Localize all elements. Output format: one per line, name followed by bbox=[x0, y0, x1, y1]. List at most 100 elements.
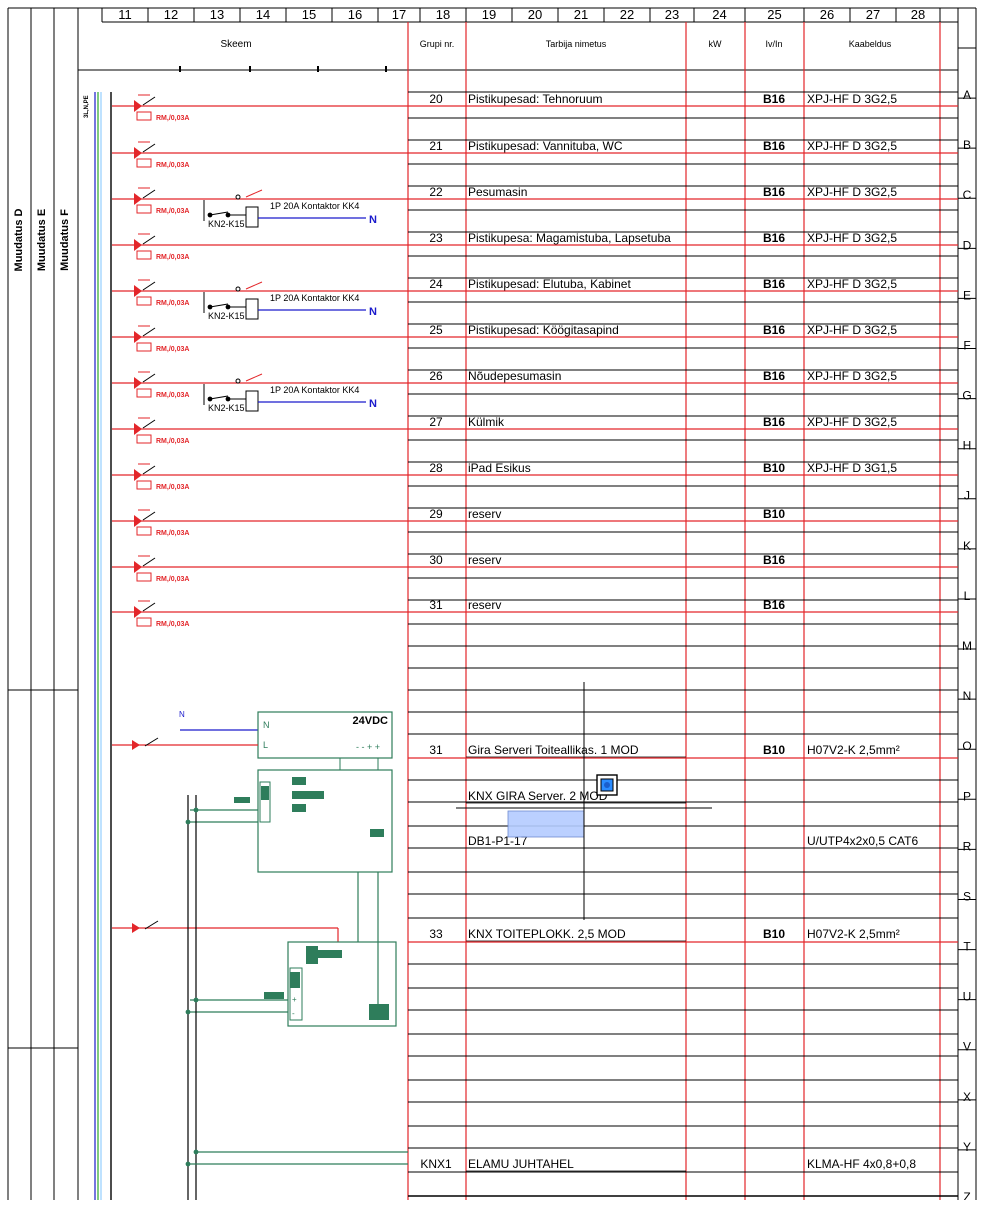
header-grupi: Grupi nr. bbox=[420, 39, 455, 49]
contactor-ref: KN2-K15 bbox=[208, 311, 245, 321]
column-number: 28 bbox=[911, 7, 925, 22]
header-skeem: Skeem bbox=[220, 39, 251, 50]
rcbo-circuit: RM,/0,03A bbox=[112, 141, 958, 169]
psu-terminals: - - + + bbox=[356, 742, 380, 752]
row-letter: E bbox=[963, 288, 971, 302]
rcbo-label: RM,/0,03A bbox=[156, 576, 189, 583]
cable-type: XPJ-HF D 3G2,5 bbox=[807, 185, 897, 199]
column-number: 24 bbox=[712, 7, 726, 22]
group-number: 26 bbox=[429, 369, 443, 383]
consumer-name: Pistikupesad: Elutuba, Kabinet bbox=[468, 277, 631, 291]
column-number: 21 bbox=[574, 7, 588, 22]
cad-cursor[interactable] bbox=[456, 682, 712, 920]
column-number: 11 bbox=[118, 7, 132, 22]
rcbo-label: RM,/0,03A bbox=[156, 254, 189, 261]
cable-type: KLMA-HF 4x0,8+0,8 bbox=[807, 1157, 916, 1171]
cable-type: U/UTP4x2x0,5 CAT6 bbox=[807, 834, 918, 848]
rcbo-circuits: RM,/0,03A RM,/0,03A RM,/0,03A RM,/0,03A RM,/… bbox=[112, 94, 958, 628]
breaker-rating: B10 bbox=[763, 927, 785, 941]
group-number: 22 bbox=[429, 185, 443, 199]
cable-type: XPJ-HF D 3G2,5 bbox=[807, 92, 897, 106]
cable-type: XPJ-HF D 3G2,5 bbox=[807, 369, 897, 383]
rcbo-circuit: RM,/0,03A bbox=[112, 233, 958, 261]
column-number: 27 bbox=[866, 7, 880, 22]
psu-24vdc: N N L 24VDC - - + + bbox=[112, 710, 393, 770]
psu-title: 24VDC bbox=[353, 715, 389, 727]
group-number: 25 bbox=[429, 323, 443, 337]
psu-feed-n: N bbox=[179, 710, 185, 719]
column-number: 22 bbox=[620, 7, 634, 22]
svg-text:-: - bbox=[292, 1009, 295, 1018]
rcbo-circuit: RM,/0,03A bbox=[112, 509, 958, 537]
group-number: 31 bbox=[429, 743, 443, 757]
row-letter: V bbox=[963, 1040, 971, 1054]
row-letter: U bbox=[963, 990, 972, 1004]
revision-f: Muudatus F bbox=[59, 209, 71, 271]
group-number: KNX1 bbox=[420, 1157, 452, 1171]
table-row[interactable]: 25 Pistikupesad: Köögitasapind B16 XPJ-HF D… bbox=[429, 323, 897, 337]
table-row[interactable]: KNX1 ELAMU JUHTAHEL KLMA-HF 4x0,8+0,8 bbox=[420, 1157, 916, 1172]
row-letter: L bbox=[964, 589, 971, 603]
svg-text:+: + bbox=[292, 995, 297, 1004]
row-letter: R bbox=[963, 839, 972, 853]
consumer-name: Pesumasin bbox=[468, 185, 527, 199]
rcbo-label: RM,/0,03A bbox=[156, 208, 189, 215]
rcbo-label: RM,/0,03A bbox=[156, 438, 189, 445]
group-number: 33 bbox=[429, 927, 443, 941]
group-number: 21 bbox=[429, 139, 443, 153]
consumer-name: KNX GIRA Server. 2 MOD bbox=[468, 789, 608, 803]
rcbo-circuit: RM,/0,03A bbox=[112, 94, 958, 122]
column-number: 17 bbox=[392, 7, 406, 22]
column-number: 19 bbox=[482, 7, 496, 22]
table-grid-horizontals bbox=[408, 91, 958, 1173]
cable-type: H07V2-K 2,5mm² bbox=[807, 743, 900, 757]
rcbo-label: RM,/0,03A bbox=[156, 484, 189, 491]
breaker-rating: B16 bbox=[763, 598, 785, 612]
row-letter: X bbox=[963, 1090, 971, 1104]
column-number: 13 bbox=[210, 7, 224, 22]
row-letter: N bbox=[963, 689, 972, 703]
rcbo-circuit: RM,/0,03A bbox=[112, 600, 958, 628]
contactor-label: 1P 20A Kontaktor KK4 bbox=[270, 201, 359, 211]
contactor-ref: KN2-K15 bbox=[208, 403, 245, 413]
consumer-name: ELAMU JUHTAHEL bbox=[468, 1157, 574, 1171]
row-letter: C bbox=[963, 188, 972, 202]
column-number: 15 bbox=[302, 7, 316, 22]
breaker-rating: B10 bbox=[763, 507, 785, 521]
column-number: 26 bbox=[820, 7, 834, 22]
rcbo-label: RM,/0,03A bbox=[156, 392, 189, 399]
breaker-rating: B16 bbox=[763, 323, 785, 337]
rcbo-label: RM,/0,03A bbox=[156, 162, 189, 169]
column-number: 18 bbox=[436, 7, 450, 22]
rcbo-circuit: RM,/0,03A bbox=[112, 187, 958, 215]
cable-type: XPJ-HF D 3G2,5 bbox=[807, 323, 897, 337]
psu-n: N bbox=[263, 720, 270, 730]
table-row[interactable]: KNX GIRA Server. 2 MOD bbox=[466, 789, 686, 804]
cable-type: XPJ-HF D 3G1,5 bbox=[807, 461, 897, 475]
consumer-name: Pistikupesad: Köögitasapind bbox=[468, 323, 619, 337]
consumer-name: Pistikupesad: Vannituba, WC bbox=[468, 139, 623, 153]
cable-type: XPJ-HF D 3G2,5 bbox=[807, 415, 897, 429]
contactor-label: 1P 20A Kontaktor KK4 bbox=[270, 293, 359, 303]
row-letter: Z bbox=[963, 1190, 970, 1200]
cable-type: XPJ-HF D 3G2,5 bbox=[807, 231, 897, 245]
